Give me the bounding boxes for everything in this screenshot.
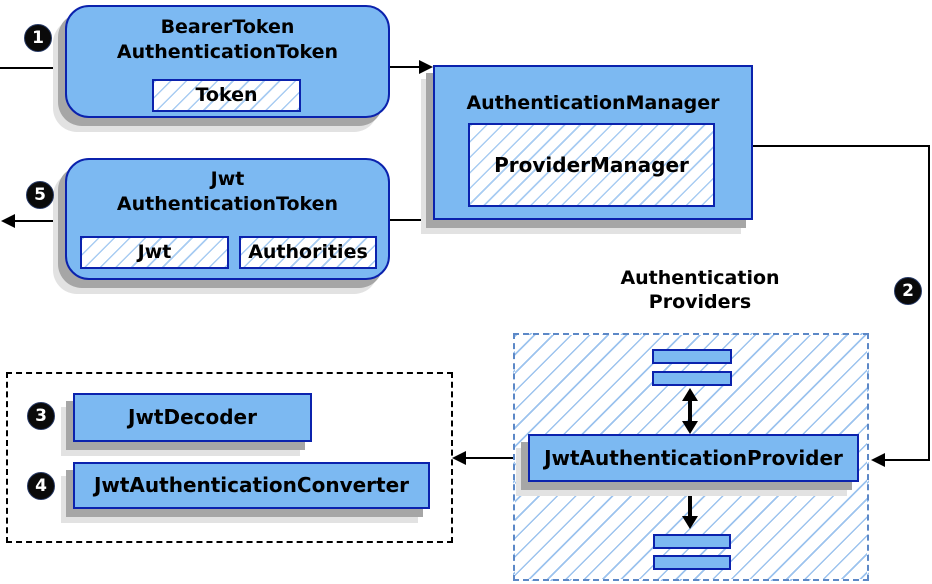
arrow-step2-segment-bottom [884, 459, 930, 461]
jwt-field: Jwt [80, 236, 229, 269]
arrow-step2-segment-vertical [928, 145, 930, 461]
arrow-step1-incoming-line [0, 67, 65, 69]
providers-label-line1: Authentication [620, 267, 780, 289]
step-badge-2: 2 [894, 277, 922, 305]
providers-label-line2: Providers [648, 291, 752, 313]
provider-stack-bar [653, 555, 731, 570]
providers-label: Authentication Providers [575, 266, 825, 314]
step-badge-4: 4 [27, 472, 55, 500]
token-field: Token [152, 79, 301, 112]
arrow-up-head-icon [682, 388, 698, 401]
jwt-title-line2: AuthenticationToken [116, 193, 339, 215]
arrow-bearer-to-manager-line [390, 66, 421, 68]
jwt-authentication-converter-node: JwtAuthenticationConverter [73, 462, 430, 509]
arrow-bearer-to-manager-head-icon [419, 60, 433, 74]
arrow-stem [688, 398, 692, 424]
bearer-token-authentication-token-node: BearerToken AuthenticationToken Token [65, 5, 390, 118]
arrow-step2-head-icon [871, 453, 885, 467]
arrow-down-head-icon [682, 516, 698, 529]
authentication-manager-node: AuthenticationManager ProviderManager [433, 65, 753, 220]
jwt-authentication-token-node: Jwt AuthenticationToken Jwt Authorities [65, 158, 390, 280]
jwt-title-line1: Jwt [210, 168, 245, 190]
jwt-authentication-provider-node: JwtAuthenticationProvider [528, 434, 859, 482]
authorities-field: Authorities [239, 236, 377, 269]
double-arrow-bottom-icon [682, 483, 698, 529]
arrow-up-head-icon [682, 483, 698, 496]
decoder-converter-container [6, 372, 453, 543]
step-badge-3: 3 [27, 402, 55, 430]
arrow-step5-outgoing-line [12, 220, 65, 222]
provider-manager-field: ProviderManager [468, 123, 715, 207]
double-arrow-top-icon [682, 388, 698, 434]
provider-stack-bar [653, 534, 731, 549]
arrow-provider-to-converter-line [465, 457, 513, 459]
bearer-title-line2: AuthenticationToken [116, 41, 339, 63]
step-badge-1: 1 [24, 24, 52, 52]
arrow-provider-to-converter-head-icon [452, 451, 466, 465]
provider-stack-bar [652, 371, 732, 386]
provider-stack-bar [652, 349, 732, 364]
arrow-down-head-icon [682, 421, 698, 434]
authentication-manager-title: AuthenticationManager [466, 92, 720, 114]
step-badge-5: 5 [26, 181, 54, 209]
jwt-decoder-node: JwtDecoder [73, 393, 312, 442]
arrow-step2-segment-top [753, 145, 930, 147]
arrow-stem [688, 493, 692, 519]
line-manager-to-jwttoken [390, 219, 457, 221]
arrow-step5-outgoing-head-icon [1, 214, 15, 228]
bearer-title-line1: BearerToken [160, 16, 295, 38]
